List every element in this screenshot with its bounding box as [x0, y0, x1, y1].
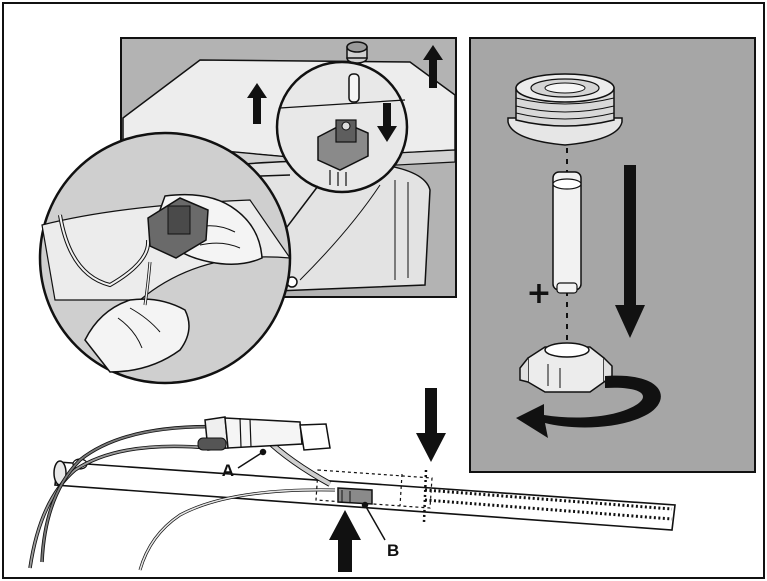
battery-cap [507, 73, 623, 146]
up-arrow-icon [329, 510, 361, 572]
battery [552, 171, 582, 294]
alignment-line [422, 469, 428, 523]
sensor-plug [197, 416, 331, 451]
hands-wiring-magnifier [38, 131, 292, 385]
appliance-vent-lines [299, 180, 409, 281]
tube-perforations [424, 498, 673, 521]
connector-clip [337, 487, 373, 505]
switch-body [335, 119, 357, 143]
up-arrow-icon [423, 45, 443, 88]
callout-leader-a [237, 448, 267, 469]
tube-perforations [424, 488, 673, 511]
callout-label-b: B [387, 541, 399, 560]
battery-polarity-label: + [526, 276, 551, 311]
lid-knob [346, 41, 368, 64]
rotate-arrow-icon [516, 375, 661, 438]
up-arrow-icon [247, 83, 267, 124]
lid-pin [348, 73, 360, 103]
down-arrow-icon [416, 388, 446, 462]
switch-detail-magnifier [275, 60, 409, 194]
lower-hand [84, 298, 190, 373]
battery-holder [519, 342, 613, 393]
callout-leader-b [361, 501, 386, 541]
down-arrow-icon [615, 165, 645, 338]
connector-placement-outline [315, 469, 433, 509]
callout-label-a: A [222, 461, 234, 480]
sensor-assembly: A B [28, 388, 676, 572]
battery-replacement-panel: + [469, 37, 756, 473]
down-arrow-icon [377, 103, 397, 142]
